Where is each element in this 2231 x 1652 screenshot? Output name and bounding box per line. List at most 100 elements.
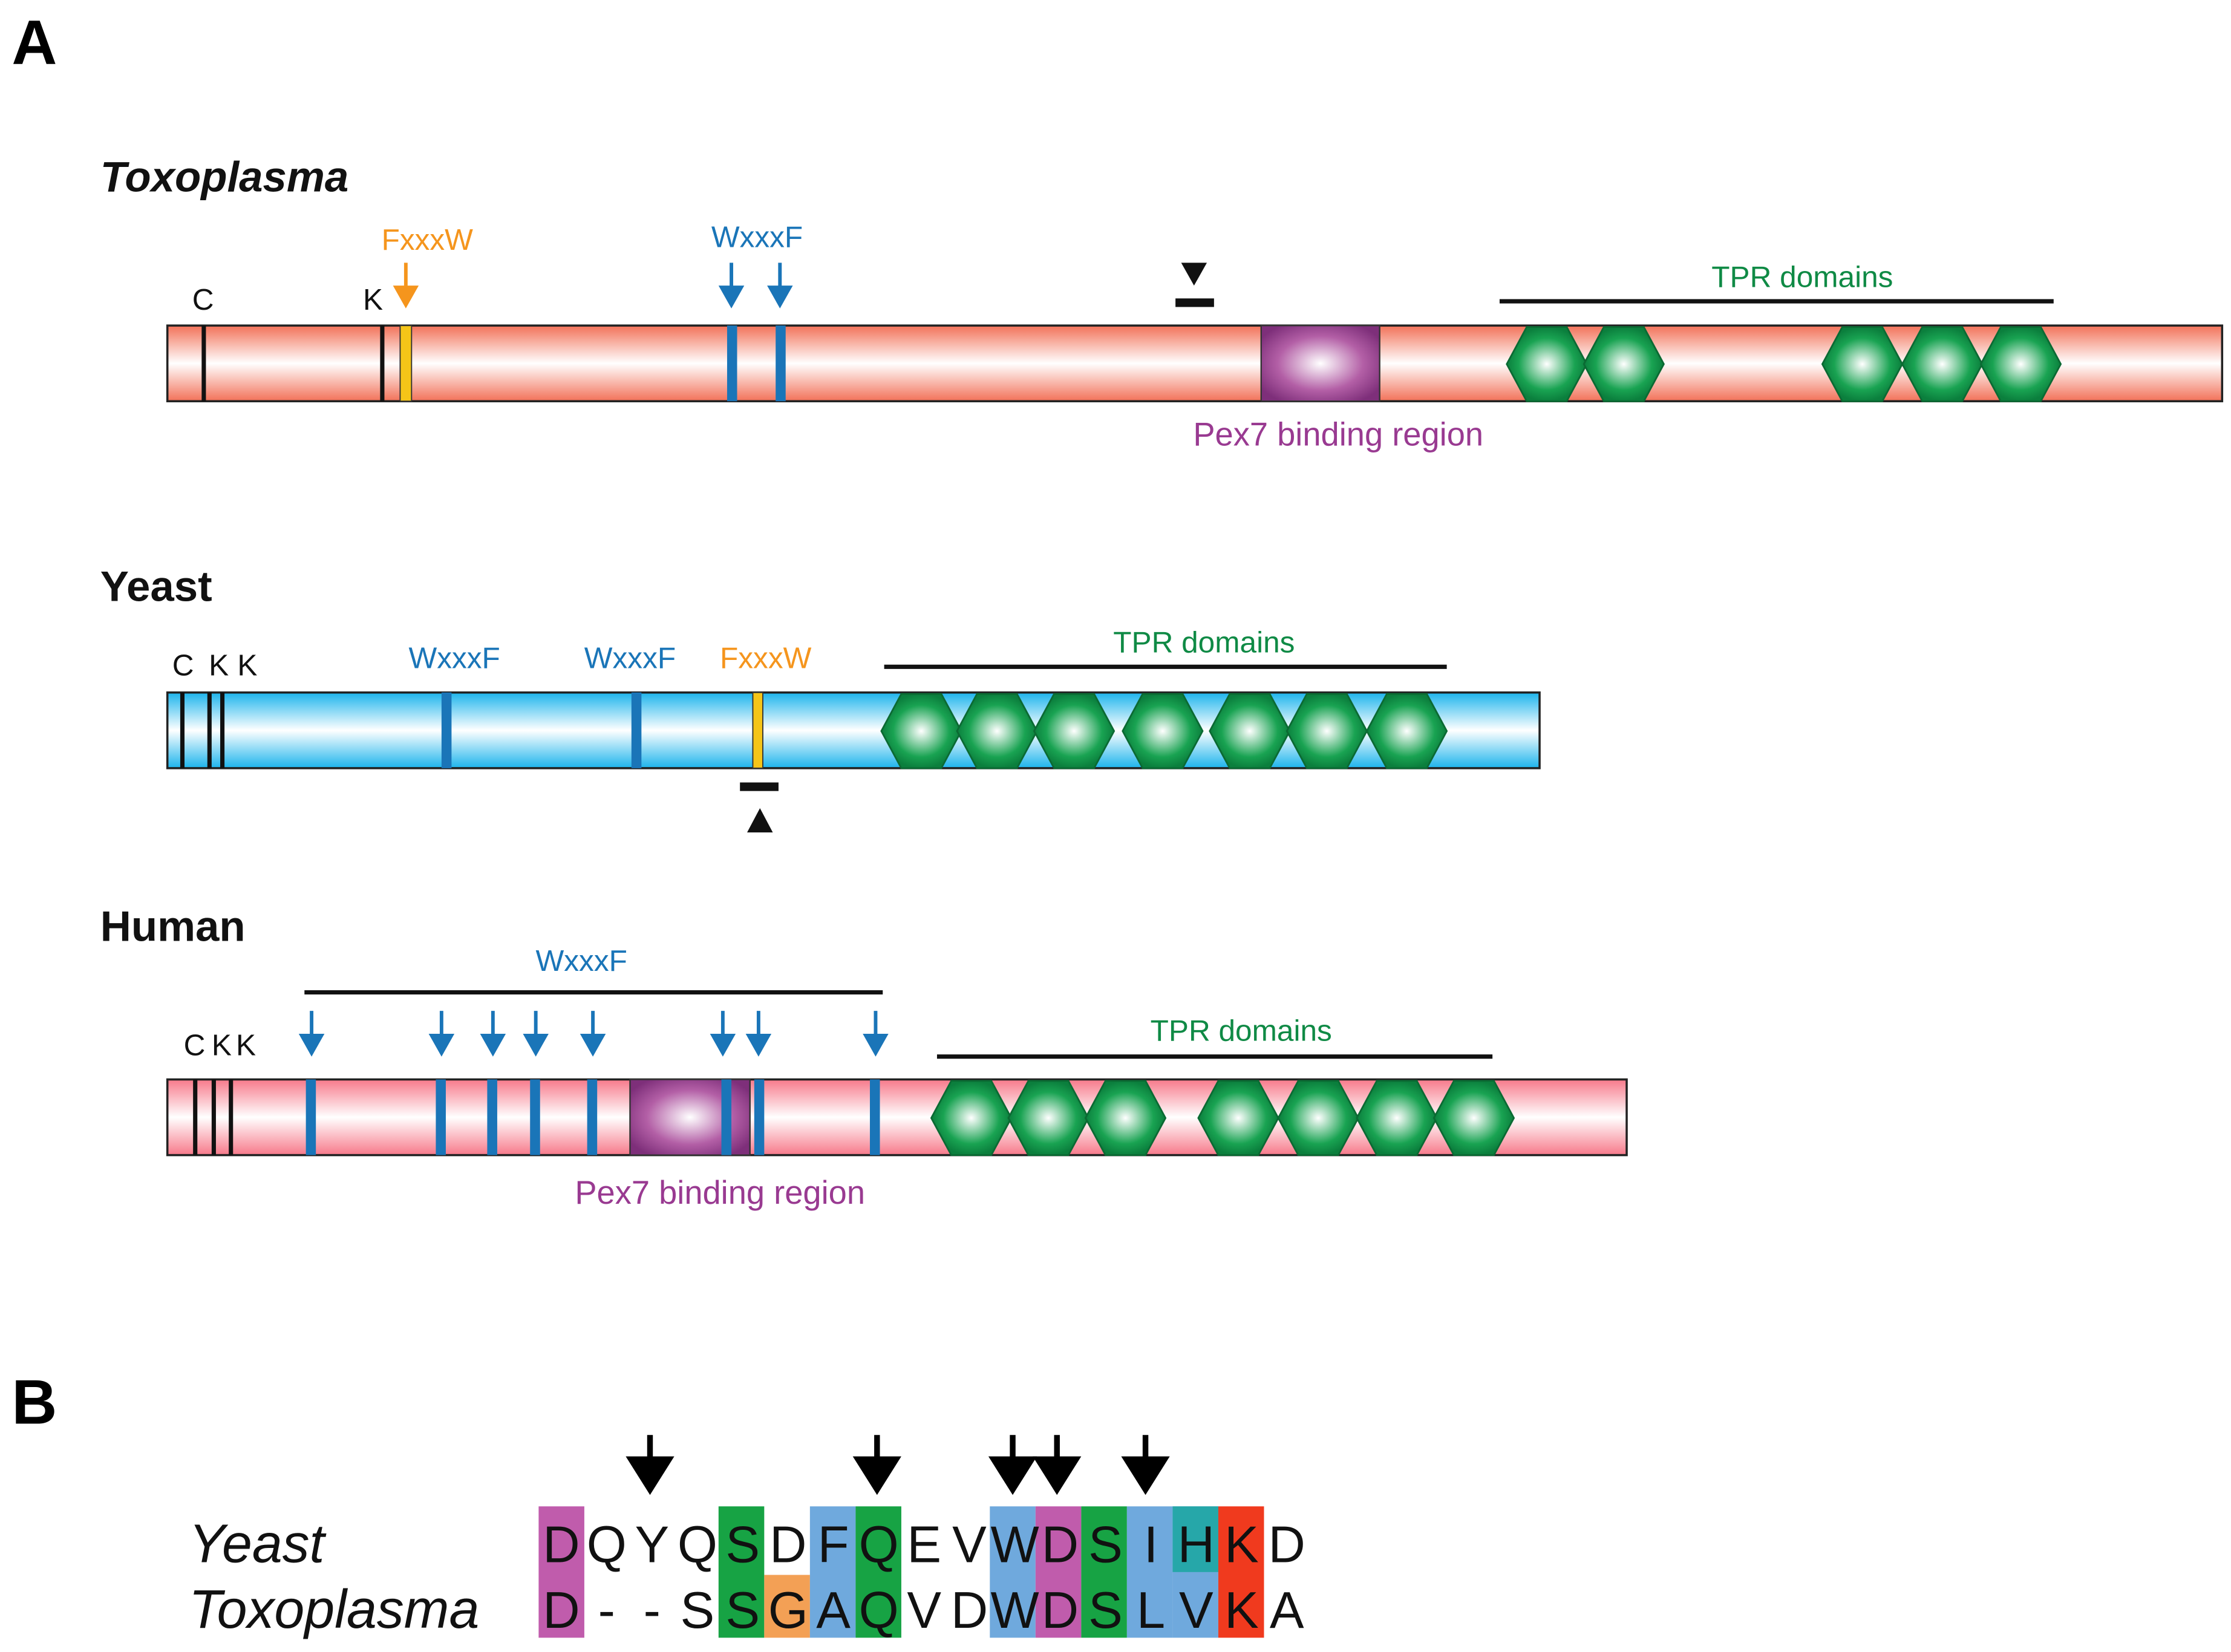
- tpr-domain: [1122, 693, 1204, 769]
- residue: E: [907, 1516, 941, 1573]
- wxxxf-motif-label: WxxxF: [536, 944, 627, 978]
- alignment-arrows: [626, 1435, 1170, 1495]
- residue: -: [644, 1582, 661, 1639]
- wxxxf-motif-arrow: [718, 263, 745, 309]
- down-arrow-icon: [626, 1435, 675, 1495]
- residue: S: [725, 1582, 760, 1639]
- fxxxw-motif-band: [752, 691, 763, 769]
- aln-highlight-orange: [764, 1575, 810, 1638]
- residue: V: [1179, 1582, 1213, 1639]
- alignment-site-marker: [740, 782, 779, 833]
- aln-highlight-green: [718, 1506, 765, 1638]
- residue: F: [818, 1516, 849, 1573]
- down-arrow-icon: [852, 1435, 901, 1495]
- residue: D: [1042, 1516, 1079, 1573]
- tpr-domain: [1033, 693, 1116, 769]
- marker-line-k: [229, 1079, 234, 1155]
- wxxxf-motif-band: [530, 1079, 540, 1155]
- wxxxf-motif-band: [436, 1079, 446, 1155]
- wxxxf-motif-band: [870, 1079, 880, 1155]
- down-arrow-icon: [1121, 1435, 1170, 1495]
- residue: G: [768, 1582, 808, 1639]
- alignment-site-marker: [1175, 263, 1214, 307]
- wxxxf-motif-arrow: [580, 1011, 606, 1057]
- aln-highlight-blue: [809, 1506, 856, 1638]
- wxxxf-motif-arrow: [710, 1011, 736, 1057]
- fxxxw-motif-arrow: [393, 263, 419, 309]
- wxxxf-motif-arrow: [298, 1011, 325, 1057]
- residue: D: [1042, 1582, 1079, 1639]
- residue: K: [1224, 1516, 1259, 1573]
- alignment-highlights: [538, 1506, 1264, 1638]
- residue: W: [990, 1516, 1039, 1573]
- species-label-toxoplasma: Toxoplasma: [100, 153, 348, 201]
- alignment-species-yeast: Yeast: [189, 1513, 327, 1574]
- residue: Y: [635, 1516, 669, 1573]
- panel-a-letter: A: [11, 8, 57, 78]
- residue: D: [543, 1516, 580, 1573]
- tpr-domain: [1084, 1080, 1167, 1156]
- wxxxf-motif-band: [441, 692, 452, 768]
- wxxxf-motif-band: [776, 325, 786, 402]
- construct-toxoplasma: Toxoplasma Pex7 binding region C K FxxxW…: [100, 153, 2224, 452]
- marker-line-c: [201, 325, 206, 402]
- pex7-binding-label: Pex7 binding region: [1193, 416, 1483, 452]
- marker-label-c: C: [184, 1028, 206, 1062]
- wxxxf-motif-arrow: [480, 1011, 506, 1057]
- pex7-binding-region: [629, 1079, 751, 1156]
- tpr-domain: [1979, 326, 2062, 402]
- tpr-domains-label: TPR domains: [1711, 260, 1893, 293]
- residue: S: [1088, 1582, 1123, 1639]
- wxxxf-motif-band: [587, 1079, 598, 1155]
- residue: S: [725, 1516, 760, 1573]
- marker-line-k: [220, 692, 225, 768]
- species-label-yeast: Yeast: [100, 563, 212, 611]
- wxxxf-motif-arrow: [745, 1011, 772, 1057]
- marker-label-k: K: [236, 1028, 256, 1062]
- tpr-domains-label: TPR domains: [1151, 1014, 1332, 1048]
- panel-b-letter: B: [11, 1367, 57, 1437]
- residue: D: [543, 1582, 580, 1639]
- wxxxf-motif-label: WxxxF: [711, 220, 803, 253]
- pex7-binding-label: Pex7 binding region: [575, 1174, 865, 1211]
- wxxxf-motif-band: [754, 1079, 765, 1155]
- residue: D: [951, 1582, 988, 1639]
- wxxxf-motif-arrow: [863, 1011, 889, 1057]
- wxxxf-motif-band: [305, 1079, 316, 1155]
- wxxxf-motif-arrow: [523, 1011, 549, 1057]
- residue: S: [1088, 1516, 1123, 1573]
- marker-label-c: C: [192, 282, 214, 316]
- fxxxw-motif-label: FxxxW: [382, 223, 474, 256]
- wxxxf-arrows-human: [298, 1011, 889, 1057]
- residue: D: [769, 1516, 806, 1573]
- residue: H: [1178, 1516, 1215, 1573]
- residue: V: [907, 1582, 941, 1639]
- marker-line-c: [193, 1079, 198, 1155]
- aln-highlight-teal: [1172, 1506, 1218, 1572]
- wxxxf-motif-band: [487, 1079, 497, 1155]
- alignment-species-toxoplasma: Toxoplasma: [189, 1579, 479, 1640]
- residue: Q: [587, 1516, 627, 1573]
- aln-highlight-magenta: [538, 1506, 584, 1638]
- residue: Q: [678, 1516, 717, 1573]
- residue: L: [1137, 1582, 1165, 1639]
- residue: K: [1224, 1582, 1259, 1639]
- residue: A: [816, 1582, 851, 1639]
- marker-label-k: K: [212, 1028, 232, 1062]
- tpr-group-toxoplasma: [1506, 326, 2062, 402]
- residue: D: [1269, 1516, 1305, 1573]
- fxxxw-motif-band: [399, 325, 413, 402]
- wxxxf-motif-group-human: [305, 1079, 880, 1155]
- tpr-domain: [1432, 1080, 1515, 1156]
- tpr-domains-label: TPR domains: [1113, 625, 1295, 659]
- residue: Q: [859, 1516, 899, 1573]
- residue: V: [952, 1516, 987, 1573]
- aln-highlight-blue: [990, 1506, 1036, 1638]
- residue: A: [1270, 1582, 1304, 1639]
- tpr-domain: [1365, 693, 1448, 769]
- pex7-binding-region: [1260, 324, 1380, 402]
- wxxxf-motif-band: [727, 325, 737, 402]
- residue: Q: [859, 1582, 899, 1639]
